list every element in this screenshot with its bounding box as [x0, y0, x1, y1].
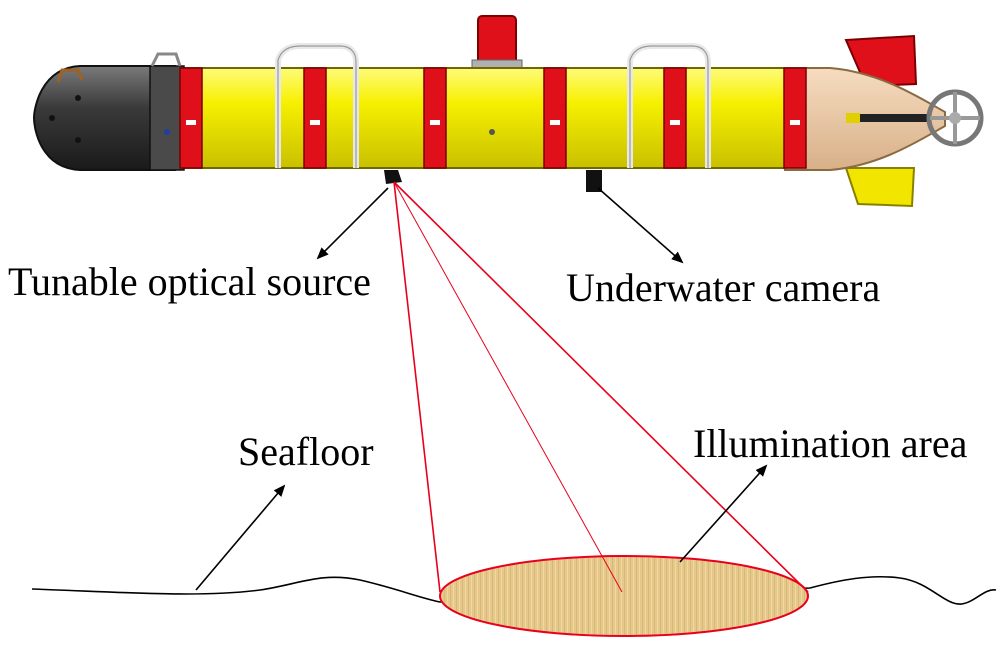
- nose-cone: [32, 65, 176, 171]
- seafloor-line: [31, 575, 997, 605]
- band-fasteners: [186, 120, 800, 125]
- camera-icon: [586, 170, 602, 192]
- light-source-icon: [384, 170, 402, 184]
- nose-dot: [75, 137, 81, 143]
- tail-rod-tip: [846, 113, 860, 123]
- label-illumination-area: Illumination area: [693, 421, 968, 466]
- annotation-arrows: [195, 187, 768, 591]
- handle: [150, 52, 182, 67]
- seafloor-arrow: [195, 484, 286, 591]
- nose-handle: [56, 68, 84, 83]
- carry-frame-outline: [277, 45, 709, 168]
- source-arrow: [316, 187, 389, 260]
- nose-dot: [75, 95, 81, 101]
- illumination-arrow: [679, 464, 768, 563]
- nose-sensor: [164, 129, 170, 135]
- hull-screw: [489, 129, 495, 135]
- camera-arrow: [597, 187, 684, 264]
- tail-rod: [848, 114, 928, 122]
- label-seafloor: Seafloor: [238, 429, 374, 474]
- hull-bands: [179, 67, 807, 169]
- rudder-bottom: [844, 167, 916, 208]
- propeller-icon: [926, 89, 984, 147]
- label-underwater-camera: Underwater camera: [566, 265, 881, 310]
- hull-body: [169, 67, 811, 169]
- label-tunable-optical-source: Tunable optical source: [8, 259, 371, 304]
- light-beams: [393, 181, 809, 593]
- illumination-area: [439, 555, 809, 637]
- nose-collar: [149, 65, 185, 171]
- nose-dot: [49, 115, 55, 121]
- auv-vehicle-icon: [32, 15, 984, 208]
